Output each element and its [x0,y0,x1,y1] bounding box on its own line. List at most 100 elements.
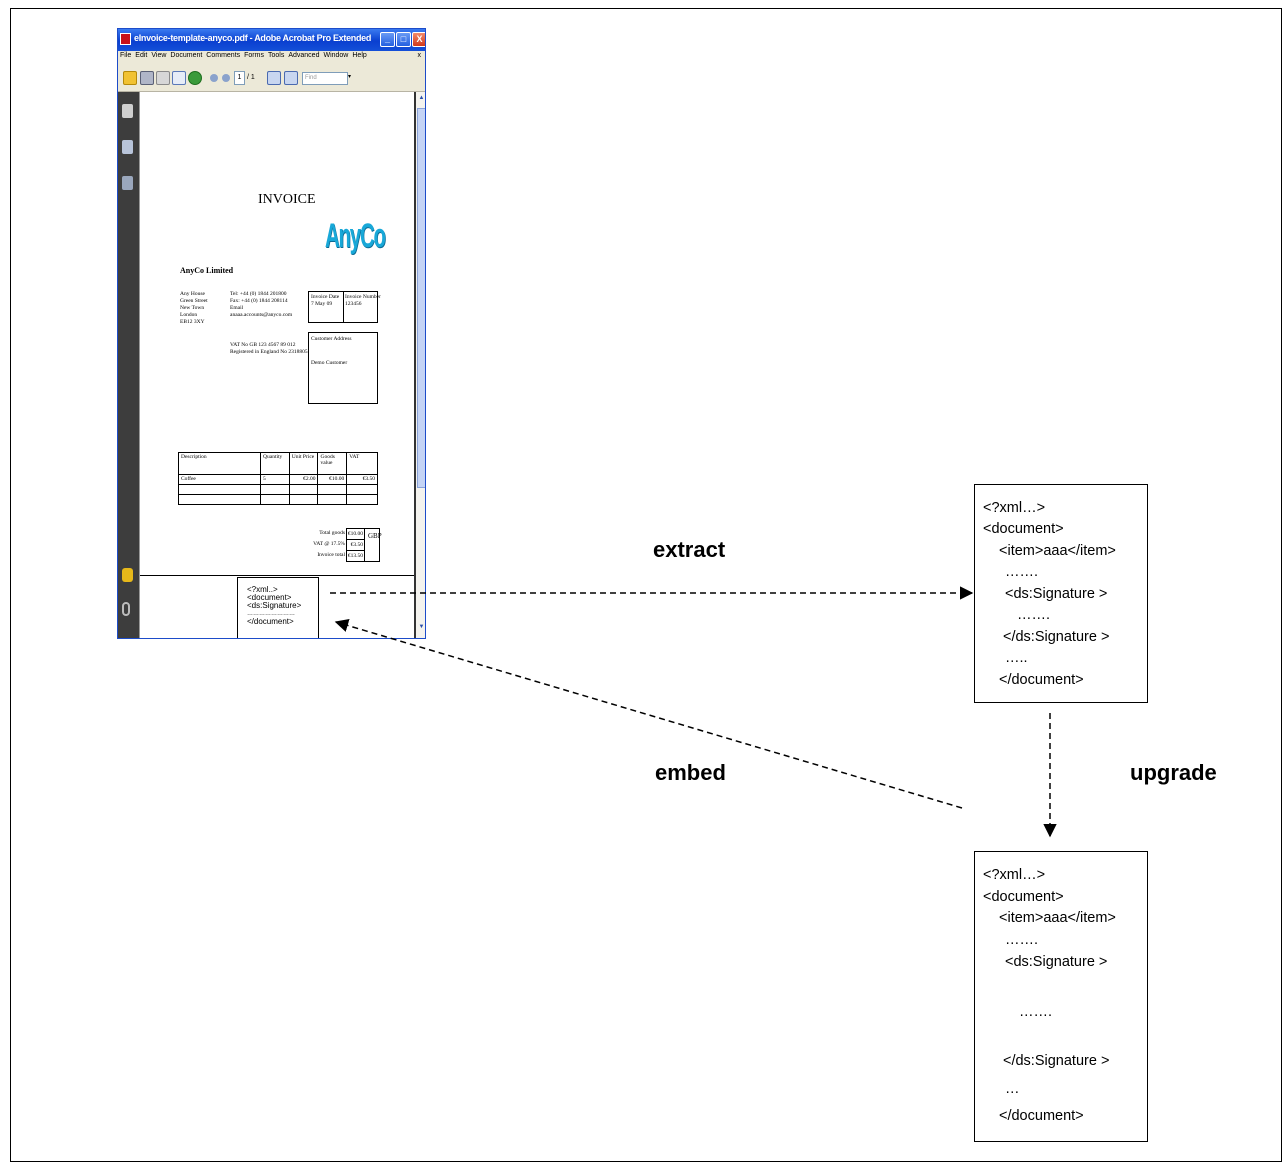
fit-width-icon[interactable] [284,71,298,85]
open-folder-icon[interactable] [123,71,137,85]
page-number-input[interactable]: 1 [234,71,245,85]
xml-line: </ds:Signature > [1003,629,1110,645]
customer-name: Demo Customer [311,360,348,366]
xml-line: …………………… [247,611,295,617]
document-close-button[interactable]: x [417,52,422,59]
address-line: EB12 3XY [180,319,205,325]
xml-line: ……. [1005,564,1039,580]
totals-box: €10.00 €3.50 €13.50 GBP [346,528,382,562]
previous-page-icon[interactable] [210,74,218,82]
total-label: Invoice total [317,552,345,558]
menu-tools[interactable]: Tools [267,52,285,59]
embed-label: embed [655,760,726,785]
xml-line: <?xml..> [247,585,278,594]
page-count: / 1 [247,74,255,81]
save-icon[interactable] [156,71,170,85]
anyco-logo: AnyCo [325,217,386,255]
scroll-up-icon[interactable]: ▲ [418,95,425,101]
date-label: Invoice Date [311,294,340,300]
customer-address-box: Customer Address Demo Customer [308,332,378,404]
pages-icon[interactable] [122,104,133,118]
menu-edit[interactable]: Edit [135,52,148,59]
secure-icon[interactable] [188,71,202,85]
xml-line: <item>aaa</item> [999,910,1116,926]
bookmarks-icon[interactable] [122,140,133,154]
embedded-xml-box: <?xml..> <document> <ds:Signature> ……………… [237,577,319,638]
upgrade-label: upgrade [1130,760,1217,785]
total-value: €10.00 [347,529,365,540]
xml-line: </document> [999,672,1084,688]
xml-line: </document> [247,617,294,626]
number-value: 123456 [345,301,362,307]
customer-address-label: Customer Address [311,336,352,342]
xml-line: … [1005,1081,1020,1097]
contact-line: Fax: +44 (0) 1844 208114 [230,298,288,304]
menu-window[interactable]: Window [323,52,349,59]
xml-line: ……. [1017,607,1051,623]
diagram-frame [10,8,1282,1162]
chevron-down-icon[interactable]: ▾ [348,74,352,80]
address-line: New Town [180,305,205,311]
total-label: Total goods [319,530,345,536]
extracted-xml-box: <?xml…> <document> <item>aaa</item> ……. … [974,484,1148,703]
vat-line: VAT No GB 123 4567 89 012 [230,342,296,348]
paperclip-icon[interactable] [122,602,130,616]
extract-label: extract [653,537,726,562]
number-label: Invoice Number [345,294,381,300]
comments-icon[interactable] [122,568,133,582]
window-title: eInvoice-template-anyco.pdf - Adobe Acro… [134,33,372,43]
totals-labels: Total goods VAT @ 17.5% Invoice total [280,528,345,561]
navigation-panel [118,92,139,638]
menu-view[interactable]: View [151,52,167,59]
total-value: €13.50 [347,551,365,562]
scroll-down-icon[interactable]: ▼ [418,624,425,630]
vat-info: VAT No GB 123 4567 89 012 Registered in … [230,342,308,356]
menu-document[interactable]: Document [170,52,203,59]
maximize-button[interactable]: □ [396,32,411,47]
print-icon[interactable] [140,71,154,85]
close-window-button[interactable]: X [412,32,425,47]
xml-line: <?xml…> [983,867,1046,883]
date-value: 7 May 09 [311,301,333,307]
window-titlebar[interactable]: eInvoice-template-anyco.pdf - Adobe Acro… [118,29,425,51]
xml-line: ….. [1005,650,1028,666]
table-header: Description [177,452,262,475]
table-row [177,494,378,505]
vertical-scrollbar[interactable]: ▲ ▼ [414,92,425,638]
address-line: London [180,312,198,318]
xml-line: <document> [983,521,1064,537]
embed-arrow [334,618,963,809]
menu-help[interactable]: Help [352,52,367,59]
total-label: VAT @ 17.5% [313,541,345,547]
company-address: Any House Green Street New Town London E… [180,291,208,326]
menu-advanced[interactable]: Advanced [288,52,320,59]
page-divider [140,575,415,576]
vat-line: Registered in England No 2318805 [230,349,308,355]
xml-line: ……. [1005,932,1039,948]
create-pdf-icon[interactable] [172,71,186,85]
find-input[interactable]: Find [302,72,348,85]
xml-line: <?xml…> [983,500,1046,516]
signatures-icon[interactable] [122,176,133,190]
document-page[interactable]: INVOICE AnyCo AnyCo Limited Any House Gr… [139,92,415,638]
menu-comments[interactable]: Comments [206,52,241,59]
fit-page-icon[interactable] [267,71,281,85]
address-line: Any House [180,291,205,297]
menu-file[interactable]: File [120,52,132,59]
scrollbar-thumb[interactable] [417,108,425,488]
toolbar: 1 / 1 Find ▾ [118,64,425,92]
address-line: Green Street [180,298,208,304]
xml-line: </document> [999,1108,1084,1124]
next-page-icon[interactable] [222,74,230,82]
company-contact: Tel: +44 (0) 1844 201800 Fax: +44 (0) 18… [230,291,292,319]
currency: GBP [368,532,382,540]
xml-line: </ds:Signature > [1003,1053,1110,1069]
contact-line: Email [230,305,244,311]
acrobat-app-icon [120,33,131,45]
menu-forms[interactable]: Forms [244,52,264,59]
xml-line: <document> [247,593,292,602]
minimize-button[interactable]: _ [380,32,395,47]
contact-line: anaaa.accounts@anyco.com [230,312,293,318]
company-name: AnyCo Limited [180,266,234,275]
